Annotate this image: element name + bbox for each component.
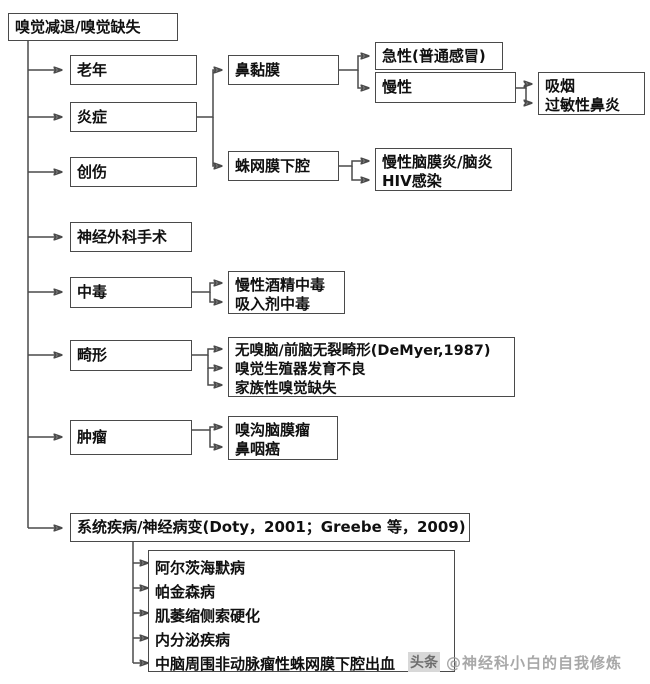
systemic-disease-5: 中脑周围非动脉瘤性蛛网膜下腔出血 xyxy=(155,655,396,673)
connector-chronic-rhinitis xyxy=(526,88,532,103)
node-aging-label: 老年 xyxy=(77,60,108,79)
node-toxic-causes[interactable]: 慢性酒精中毒 吸入剂中毒 xyxy=(228,271,345,314)
subarachnoid-cause-2: HIV感染 xyxy=(382,172,442,190)
chronic-cause-1: 吸烟 xyxy=(545,77,576,95)
node-nasal-mucosa-label: 鼻黏膜 xyxy=(235,60,281,79)
node-chronic-rhinitis[interactable]: 慢性 xyxy=(375,72,516,103)
node-nasal-mucosa[interactable]: 鼻黏膜 xyxy=(228,55,339,85)
node-trauma[interactable]: 创伤 xyxy=(70,157,197,187)
watermark-badge: 头条 xyxy=(408,652,440,672)
node-root[interactable]: 嗅觉减退/嗅觉缺失 xyxy=(8,13,178,41)
systemic-disease-4: 内分泌疾病 xyxy=(155,631,231,649)
node-chronic-rhinitis-label: 慢性 xyxy=(382,78,413,96)
node-neurosurgery[interactable]: 神经外科手术 xyxy=(70,222,192,252)
node-malformation-causes[interactable]: 无嗅脑/前脑无裂畸形(DeMyer,1987) 嗅觉生殖器发育不良 家族性嗅觉缺… xyxy=(228,337,515,397)
connector-malformation-2 xyxy=(207,355,222,368)
node-acute-rhinitis-label: 急性(普通感冒) xyxy=(382,46,486,65)
connector-subarachnoid-hiv xyxy=(351,166,369,180)
node-subarachnoid[interactable]: 蛛网膜下腔 xyxy=(228,151,339,181)
node-root-label: 嗅觉减退/嗅觉缺失 xyxy=(15,17,141,36)
connector-nasal-chronic xyxy=(357,70,369,88)
node-systemic-label: 系统疾病/神经病变(Doty，2001；Greebe 等，2009) xyxy=(77,518,466,536)
toxic-cause-2: 吸入剂中毒 xyxy=(235,295,311,313)
node-malformation[interactable]: 畸形 xyxy=(70,340,192,371)
node-aging[interactable]: 老年 xyxy=(70,55,197,85)
node-acute-rhinitis[interactable]: 急性(普通感冒) xyxy=(375,42,503,70)
connector-tumor-2 xyxy=(209,430,222,447)
node-toxic-label: 中毒 xyxy=(77,283,108,301)
node-toxic[interactable]: 中毒 xyxy=(70,277,192,308)
tumor-cause-2: 鼻咽癌 xyxy=(235,440,281,458)
node-inflammation[interactable]: 炎症 xyxy=(70,102,197,132)
systemic-disease-1: 阿尔茨海默病 xyxy=(155,559,246,577)
connector-malformation-3 xyxy=(207,368,222,385)
malformation-cause-1: 无嗅脑/前脑无裂畸形(DeMyer,1987) xyxy=(235,343,491,359)
connector-inflammation-bus xyxy=(197,70,222,118)
watermark-handle: @神经科小白的自我修炼 xyxy=(446,654,623,672)
connector-nasal-acute xyxy=(339,56,369,71)
node-tumor-causes[interactable]: 嗅沟脑膜瘤 鼻咽癌 xyxy=(228,416,338,460)
node-inflammation-label: 炎症 xyxy=(77,107,108,126)
connector-inflammation-bus2 xyxy=(212,117,222,166)
chronic-cause-2: 过敏性鼻炎 xyxy=(545,96,621,114)
tumor-cause-1: 嗅沟脑膜瘤 xyxy=(235,421,311,439)
node-systemic[interactable]: 系统疾病/神经病变(Doty，2001；Greebe 等，2009) xyxy=(70,513,470,542)
connector-subarachnoid-meningitis xyxy=(339,161,369,167)
systemic-disease-3: 肌萎缩侧索硬化 xyxy=(155,607,261,625)
node-subarachnoid-label: 蛛网膜下腔 xyxy=(235,156,311,175)
toxic-cause-1: 慢性酒精中毒 xyxy=(235,276,326,294)
connector-chronic-smoking xyxy=(516,84,532,89)
malformation-cause-2: 嗅觉生殖器发育不良 xyxy=(235,362,366,378)
node-neurosurgery-label: 神经外科手术 xyxy=(77,227,168,246)
node-subarachnoid-causes[interactable]: 慢性脑膜炎/脑炎 HIV感染 xyxy=(375,148,512,191)
connector-tumor-1 xyxy=(192,427,222,431)
malformation-cause-3: 家族性嗅觉缺失 xyxy=(235,381,337,397)
node-tumor[interactable]: 肿瘤 xyxy=(70,420,192,455)
node-systemic-diseases[interactable]: 阿尔茨海默病 帕金森病 肌萎缩侧索硬化 内分泌疾病 中脑周围非动脉瘤性蛛网膜下腔… xyxy=(148,550,455,673)
node-trauma-label: 创伤 xyxy=(77,162,108,181)
node-chronic-causes[interactable]: 吸烟 过敏性鼻炎 xyxy=(538,72,645,115)
node-tumor-label: 肿瘤 xyxy=(77,428,108,446)
subarachnoid-cause-1: 慢性脑膜炎/脑炎 xyxy=(382,153,493,171)
systemic-disease-2: 帕金森病 xyxy=(155,583,216,601)
connector-malformation-1 xyxy=(192,349,222,356)
connector-toxic-alcohol xyxy=(192,283,222,293)
node-malformation-label: 畸形 xyxy=(77,346,108,364)
connector-toxic-inhalant xyxy=(209,292,222,302)
